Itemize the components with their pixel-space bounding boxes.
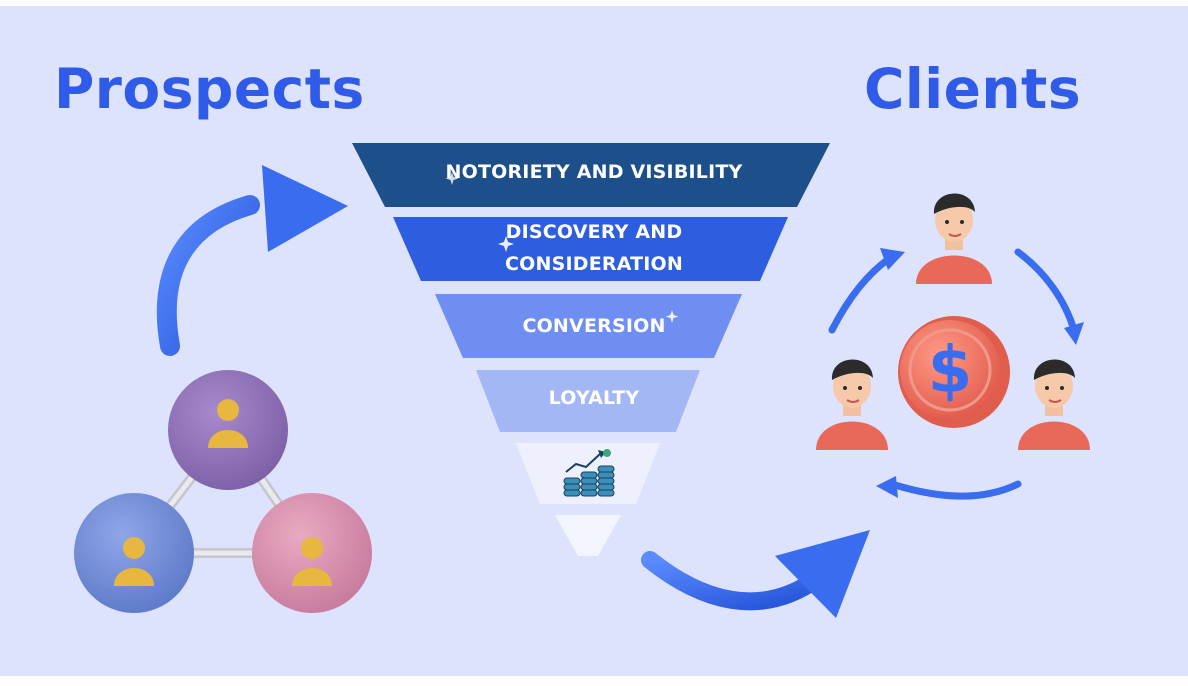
funnel bbox=[352, 143, 830, 556]
prospect-purple-icon bbox=[168, 370, 288, 490]
client-person-left-icon bbox=[816, 359, 888, 450]
funnel-label-loyalty: LOYALTY bbox=[548, 387, 640, 409]
client-cycle-icon: $ bbox=[816, 193, 1090, 500]
sparkle-icon bbox=[445, 172, 679, 323]
client-arrow-icon bbox=[641, 530, 870, 618]
funnel-stage-notoriety bbox=[352, 143, 830, 207]
funnel-stage-discovery bbox=[393, 217, 788, 281]
client-person-top-icon bbox=[916, 193, 992, 284]
prospect-pink-icon bbox=[252, 493, 372, 613]
clients-heading: Clients bbox=[864, 57, 1082, 121]
funnel-stage-loyalty bbox=[476, 370, 700, 432]
client-person-right-icon bbox=[1018, 359, 1090, 450]
prospect-arrow-icon bbox=[156, 165, 348, 356]
prospect-blue-icon bbox=[74, 493, 194, 613]
prospects-heading: Prospects bbox=[54, 57, 365, 121]
dollar-coin-icon: $ bbox=[898, 316, 1010, 428]
svg-text:$: $ bbox=[928, 334, 973, 408]
funnel-stage-conversion bbox=[435, 294, 742, 358]
funnel-label-conversion: CONVERSION bbox=[522, 315, 666, 337]
funnel-label-discovery-line1: DISCOVERY AND bbox=[505, 221, 683, 243]
funnel-label-notoriety: NOTORIETY AND VISIBILITY bbox=[445, 161, 743, 183]
prospect-circles-icon bbox=[74, 370, 372, 613]
coin-stacks-growth-icon bbox=[563, 449, 615, 497]
funnel-label-discovery-line2: CONSIDERATION bbox=[504, 253, 684, 275]
funnel-stage-tip bbox=[555, 515, 621, 556]
